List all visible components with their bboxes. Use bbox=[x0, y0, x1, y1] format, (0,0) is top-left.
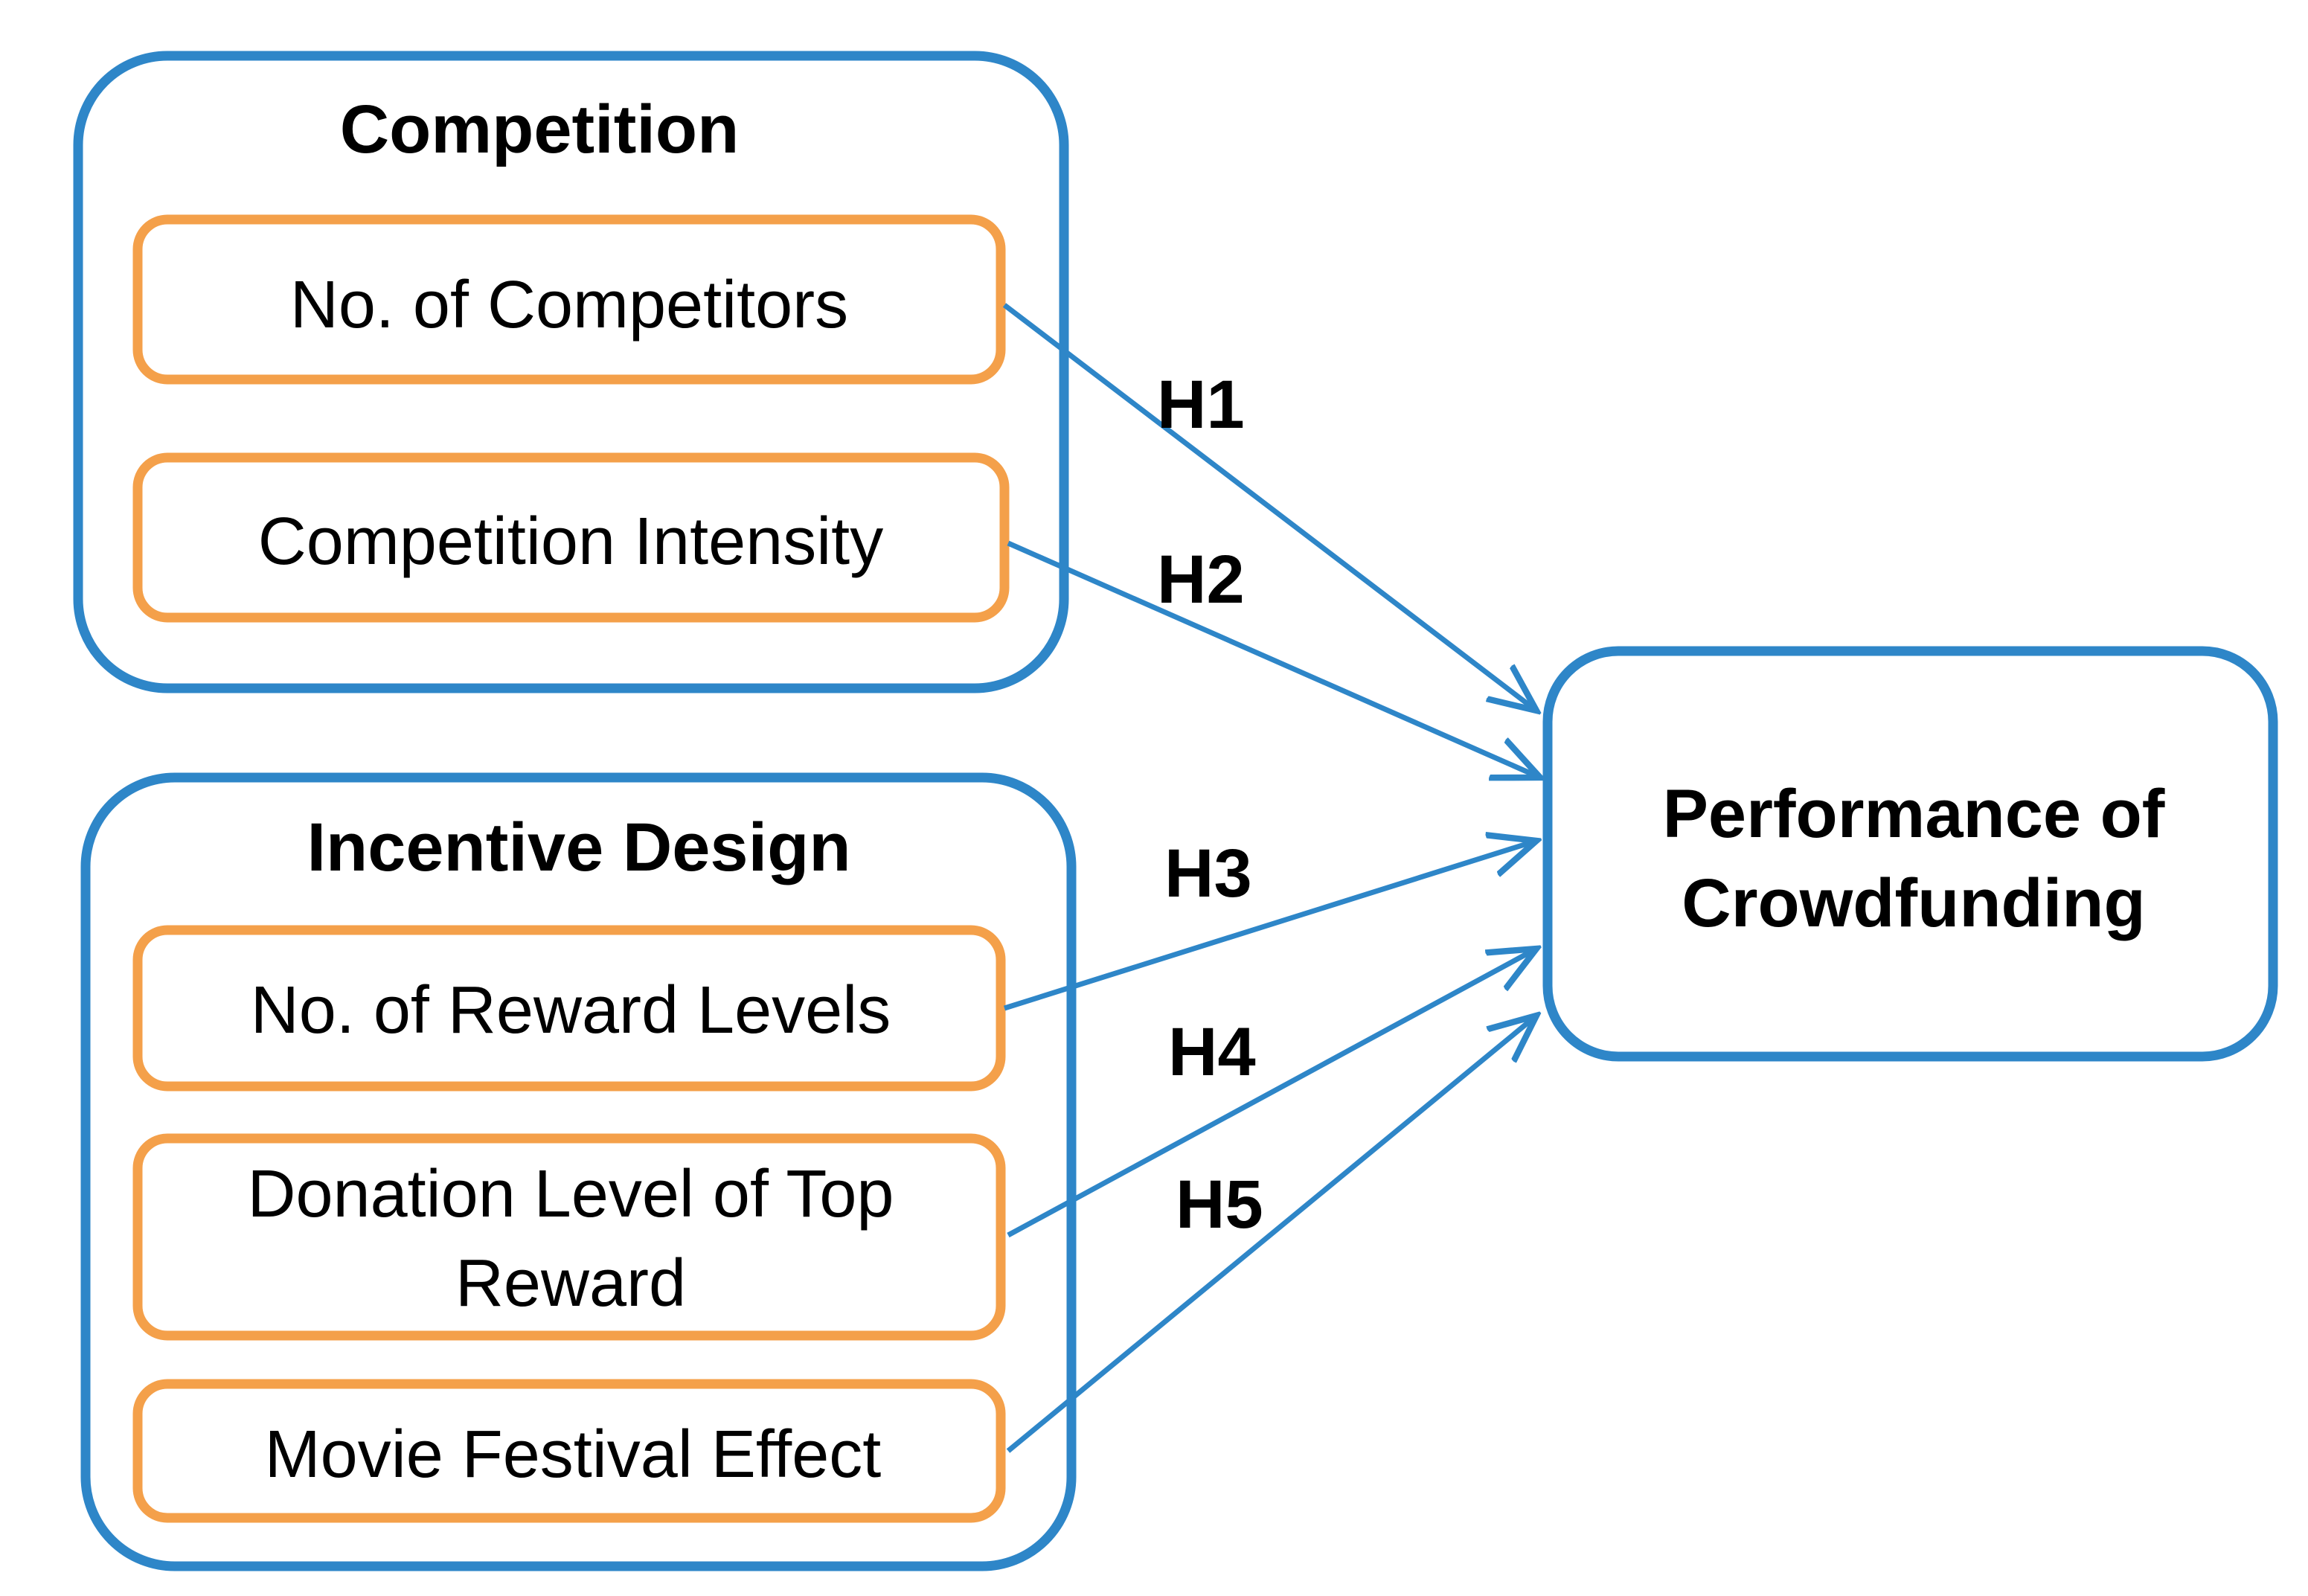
competition-group-title: Competition bbox=[340, 92, 740, 167]
factor-box bbox=[132, 1379, 1006, 1523]
hypothesis-label-h1: H1 bbox=[1157, 367, 1245, 443]
factor-box bbox=[132, 452, 1010, 623]
factor-box bbox=[132, 1133, 1006, 1341]
hypothesis-label-h2: H2 bbox=[1157, 542, 1245, 618]
factor-label: Competition Intensity bbox=[258, 504, 883, 579]
factor-competition-intensity: Competition Intensity bbox=[132, 452, 1010, 623]
factor-donation-level-of-top-reward: Donation Level of Top Reward bbox=[132, 1133, 1006, 1341]
outcome-performance-of-crowdfunding: Performance of Crowdfunding bbox=[1542, 646, 2278, 1062]
outcome-label-line-2: Crowdfunding bbox=[1682, 865, 2145, 941]
hypothesis-label-h3: H3 bbox=[1164, 836, 1252, 911]
factor-label: Movie Festival Effect bbox=[265, 1417, 882, 1492]
competition-group: Competition No. of Competitors Competiti… bbox=[73, 51, 1069, 693]
arrow-h4 bbox=[1007, 949, 1536, 1238]
outcome-box bbox=[1542, 646, 2278, 1062]
factor-no-of-reward-levels: No. of Reward Levels bbox=[132, 925, 1006, 1092]
factor-no-of-competitors: No. of Competitors bbox=[132, 214, 1006, 385]
incentive-design-group: Incentive Design No. of Reward Levels Do… bbox=[80, 772, 1077, 1571]
factor-label: No. of Competitors bbox=[290, 268, 848, 342]
factor-box bbox=[132, 925, 1006, 1092]
factor-box bbox=[132, 214, 1006, 385]
factor-movie-festival-effect: Movie Festival Effect bbox=[132, 1379, 1006, 1523]
arrow-h3 bbox=[1003, 841, 1536, 1011]
factor-label: No. of Reward Levels bbox=[251, 973, 891, 1048]
hypothesis-labels: H1 H2 H3 H4 H5 bbox=[1157, 367, 1263, 1243]
outcome-label-line-1: Performance of bbox=[1663, 776, 2165, 852]
factor-label-line-2: Reward bbox=[455, 1246, 686, 1321]
hypothesis-label-h5: H5 bbox=[1176, 1167, 1263, 1243]
hypothesis-label-h4: H4 bbox=[1168, 1014, 1256, 1090]
incentive-design-group-title: Incentive Design bbox=[307, 810, 850, 885]
arrow-h1 bbox=[1002, 303, 1536, 711]
arrow-h2 bbox=[1007, 540, 1540, 778]
hypothesis-arrows bbox=[1002, 303, 1540, 1453]
factor-label-line-1: Donation Level of Top bbox=[248, 1157, 894, 1231]
arrow-h5 bbox=[1006, 1016, 1536, 1453]
